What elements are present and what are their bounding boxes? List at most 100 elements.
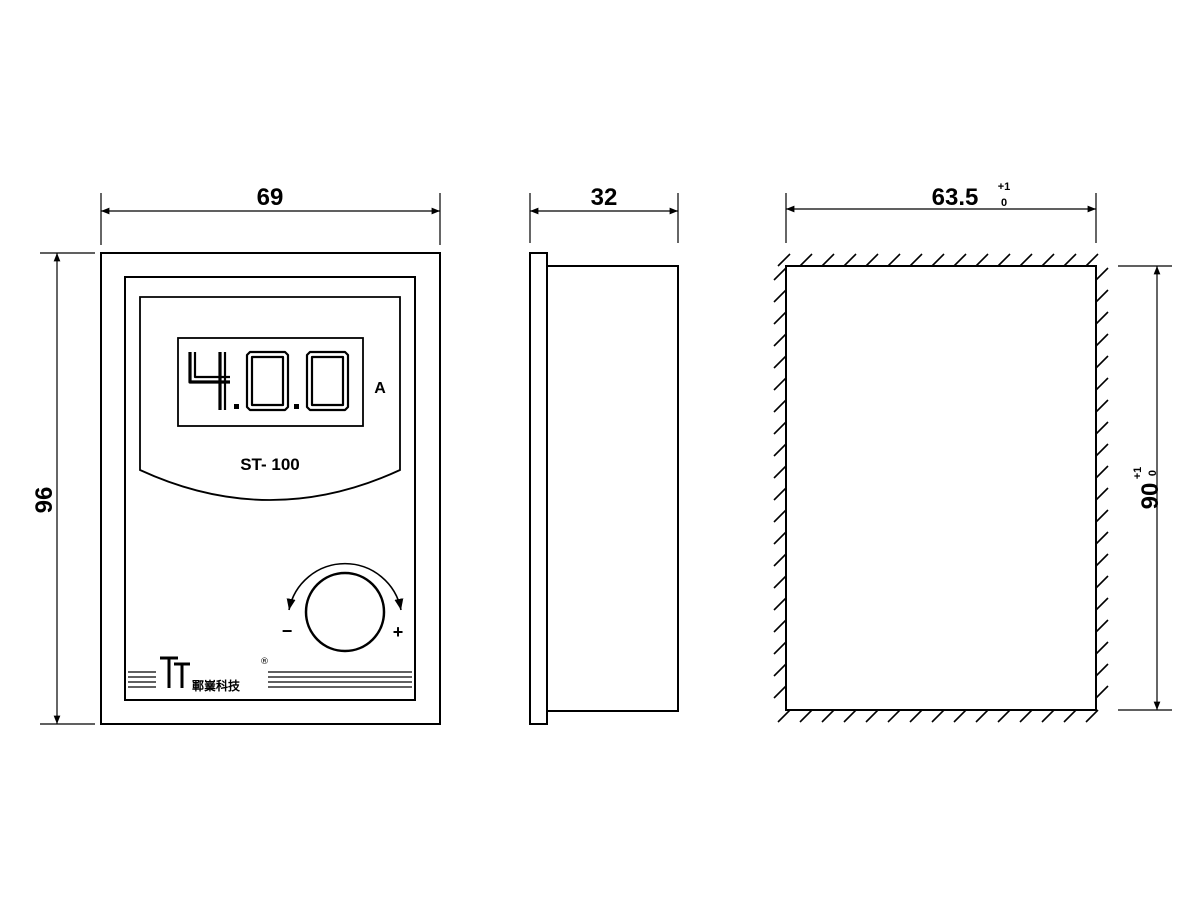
hatch-line [953,709,967,723]
cutout-view: 63.5 +1 0 90 +1 0 [773,181,1172,723]
lcd-unit-label: A [374,380,386,397]
hatch-line [909,709,923,723]
hatch-line [1095,289,1109,303]
hatch-line [931,253,945,267]
front-width-label: 69 [257,184,284,211]
hatch-line [865,253,879,267]
hatch-line [931,709,945,723]
hatch-line [773,443,787,457]
hatch-line [1095,509,1109,523]
lcd-digit-4 [188,352,230,410]
lcd-digit-0-a [245,350,290,412]
hatch-line [773,311,787,325]
knob-plus-label: + [393,622,404,642]
cutout-width-dimension: 63.5 +1 0 [785,181,1097,243]
hatch-line [1095,267,1109,281]
front-width-dimension: 69 [100,184,441,245]
knob-minus-label: − [282,621,293,641]
side-view: 32 [529,184,679,725]
front-height-label: 96 [31,487,58,514]
hatch-line [773,399,787,413]
cutout-height-tol-minus: 0 [1147,470,1159,476]
brand-logo: 鄆嶪科技 ® [160,656,269,693]
logo-mark-icon [160,656,190,688]
display-window [139,296,401,501]
hatch-line [773,355,787,369]
hatch-line [799,709,813,723]
knob-rotation-arc-icon [286,562,404,611]
cutout-width-label: 63.5 [932,184,979,211]
hatch-line [773,487,787,501]
hatch-line [799,253,813,267]
hatch-line [773,333,787,347]
hatch-line [773,663,787,677]
hatch-line [1085,709,1099,723]
hatch-line [773,553,787,567]
hatch-line [1095,575,1109,589]
hatch-line [1095,553,1109,567]
hatch-line [975,253,989,267]
knob-circle [304,571,386,653]
hatch-line [777,253,791,267]
hatch-line [1019,709,1033,723]
hatch-line [909,253,923,267]
hatch-line [997,709,1011,723]
lcd-decimal-point-1 [234,404,239,409]
hatch-line [1095,641,1109,655]
logo-text: 鄆嶪科技 [192,678,241,693]
hatch-line [773,619,787,633]
hatch-line [773,509,787,523]
adjustment-knob[interactable] [286,562,404,653]
cutout-width-tol-plus: +1 [998,181,1011,193]
hatch-line [773,377,787,391]
panel-hatching [773,253,1109,723]
hatch-line [975,709,989,723]
hatch-line [1063,709,1077,723]
hatch-line [1095,531,1109,545]
hatch-line [997,253,1011,267]
hatch-line [1095,619,1109,633]
hatch-line [1095,487,1109,501]
hatch-line [843,709,857,723]
hatch-line [773,575,787,589]
hatch-line [1095,399,1109,413]
lcd-decimal-point-2 [294,404,299,409]
front-inner-panel [124,276,416,701]
hatch-line [773,531,787,545]
cutout-height-tol-plus: +1 [1132,467,1144,480]
side-depth-label: 32 [591,184,618,211]
cutout-width-tol-minus: 0 [1001,197,1007,209]
hatch-line [773,421,787,435]
hatch-line [887,253,901,267]
lcd-box [177,337,364,427]
registered-mark: ® [260,657,269,667]
lcd-digits [188,350,350,412]
hatch-line [1095,311,1109,325]
lcd-digit-0-b [305,350,350,412]
hatch-line [1095,685,1109,699]
panel-cutout [785,265,1097,711]
front-outer-frame [100,252,441,725]
model-label: ST- 100 [240,455,300,474]
hatch-line [773,597,787,611]
hatch-line [1063,253,1077,267]
hatch-line [1095,597,1109,611]
hatch-line [1041,709,1055,723]
hatch-line [773,641,787,655]
front-height-dimension: 96 [31,252,95,725]
hatch-line [1085,253,1099,267]
hatch-line [1095,443,1109,457]
hatch-line [777,709,791,723]
hatch-line [953,253,967,267]
side-depth-dimension: 32 [529,184,679,243]
cutout-height-label: 90 [1137,483,1164,510]
hatch-line [773,289,787,303]
hatch-line [1095,377,1109,391]
hatch-line [1041,253,1055,267]
hatch-line [1095,465,1109,479]
front-view: 69 96 A ST [31,184,441,725]
decorative-stripes [128,671,412,688]
hatch-line [773,267,787,281]
hatch-line [1095,333,1109,347]
